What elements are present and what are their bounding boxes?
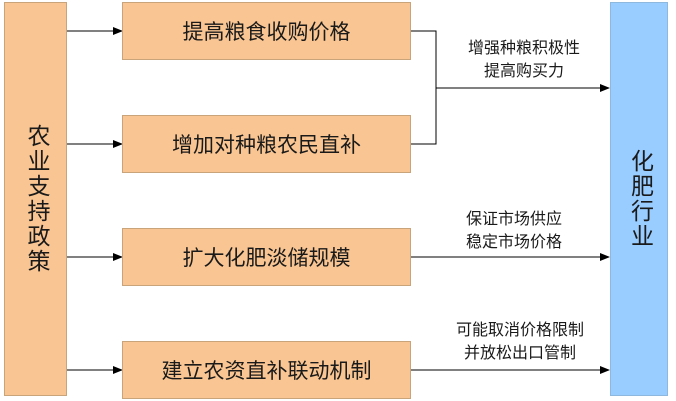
effect-line: 增强种粮积极性 xyxy=(467,38,580,57)
industry-column: 化肥行业 xyxy=(610,2,668,396)
effect-line: 并放松出口管制 xyxy=(463,343,576,362)
policy-box-2: 增加对种粮农民直补 xyxy=(122,115,411,173)
policy-box-label: 提高粮食收购价格 xyxy=(182,20,351,44)
effect-line: 可能取消价格限制 xyxy=(455,320,584,339)
policy-box-3: 扩大化肥淡储规模 xyxy=(122,228,411,286)
industry-column-label: 化肥行业 xyxy=(626,149,653,249)
policy-box-1: 提高粮食收购价格 xyxy=(122,2,411,60)
effect-label-3: 可能取消价格限制 并放松出口管制 xyxy=(430,318,610,364)
policy-box-label: 扩大化肥淡储规模 xyxy=(182,246,351,270)
policy-column: 农业支持政策 xyxy=(4,2,67,396)
bracket-policies-1-2 xyxy=(411,30,437,145)
policy-box-label: 建立农资直补联动机制 xyxy=(161,359,372,383)
policy-box-4: 建立农资直补联动机制 xyxy=(122,341,411,399)
effect-label-2: 保证市场供应 稳定市场价格 xyxy=(430,207,598,253)
effect-label-1: 增强种粮积极性 提高购买力 xyxy=(440,36,608,82)
policy-column-label: 农业支持政策 xyxy=(23,124,49,274)
effect-line: 稳定市场价格 xyxy=(465,232,562,251)
policy-box-label: 增加对种粮农民直补 xyxy=(172,133,361,157)
effect-line: 保证市场供应 xyxy=(465,209,562,228)
effect-line: 提高购买力 xyxy=(483,61,564,80)
